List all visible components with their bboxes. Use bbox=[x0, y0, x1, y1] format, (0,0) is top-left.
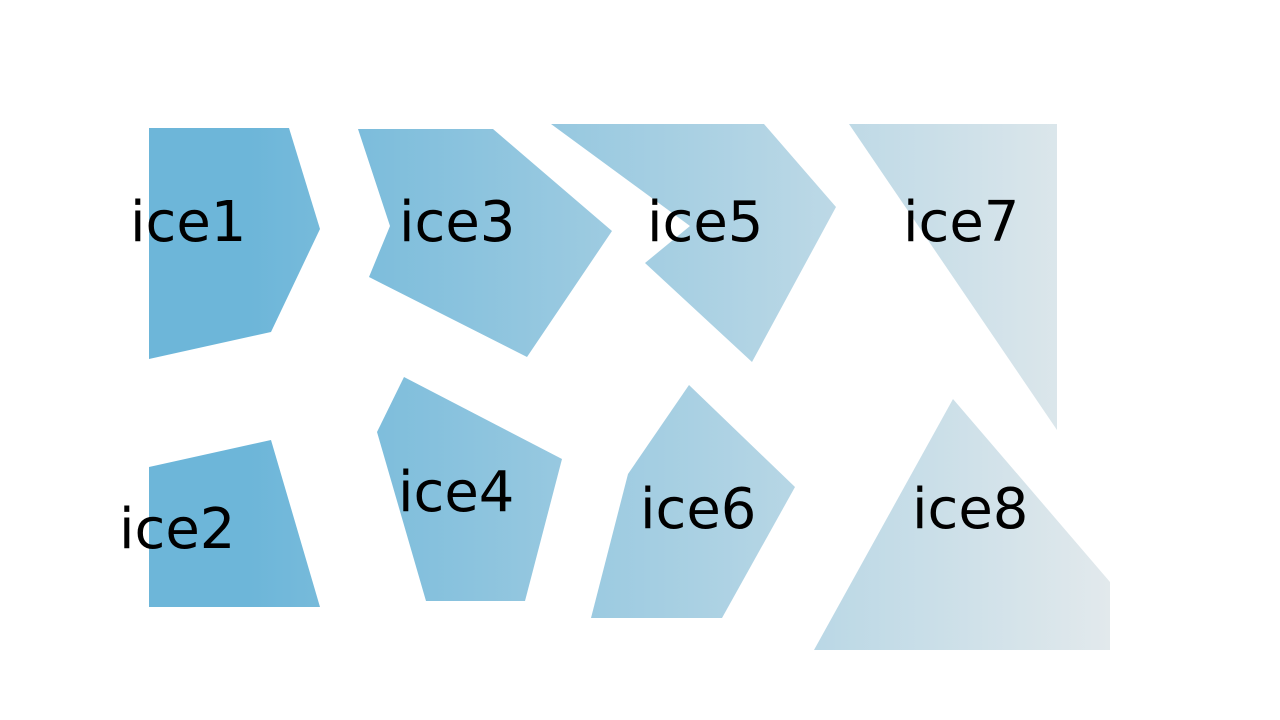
ice8-shape bbox=[814, 399, 1110, 650]
ice1-shape bbox=[149, 128, 320, 359]
ice6-label: ice6 bbox=[640, 477, 756, 542]
ice5-shape bbox=[551, 124, 836, 362]
ice-piece-ice7: ice7 bbox=[849, 124, 1057, 430]
ice8-label: ice8 bbox=[912, 477, 1028, 542]
ice-piece-ice2: ice2 bbox=[119, 440, 320, 607]
ice5-label: ice5 bbox=[647, 190, 763, 255]
ice-piece-ice6: ice6 bbox=[591, 385, 795, 618]
ice2-shape bbox=[149, 440, 320, 607]
ice6-shape bbox=[591, 385, 795, 618]
ice2-label: ice2 bbox=[119, 497, 235, 562]
ice-piece-ice8: ice8 bbox=[814, 399, 1110, 650]
ice-piece-ice5: ice5 bbox=[551, 124, 836, 362]
ice7-label: ice7 bbox=[903, 190, 1019, 255]
ice-piece-ice4: ice4 bbox=[377, 377, 562, 601]
ice1-label: ice1 bbox=[130, 190, 246, 255]
ice7-shape bbox=[849, 124, 1057, 430]
ice3-label: ice3 bbox=[399, 190, 515, 255]
ice3-shape bbox=[358, 129, 612, 357]
ice4-shape bbox=[377, 377, 562, 601]
ice-piece-ice3: ice3 bbox=[358, 129, 612, 357]
ice-piece-ice1: ice1 bbox=[130, 128, 320, 359]
ice4-label: ice4 bbox=[398, 460, 514, 525]
